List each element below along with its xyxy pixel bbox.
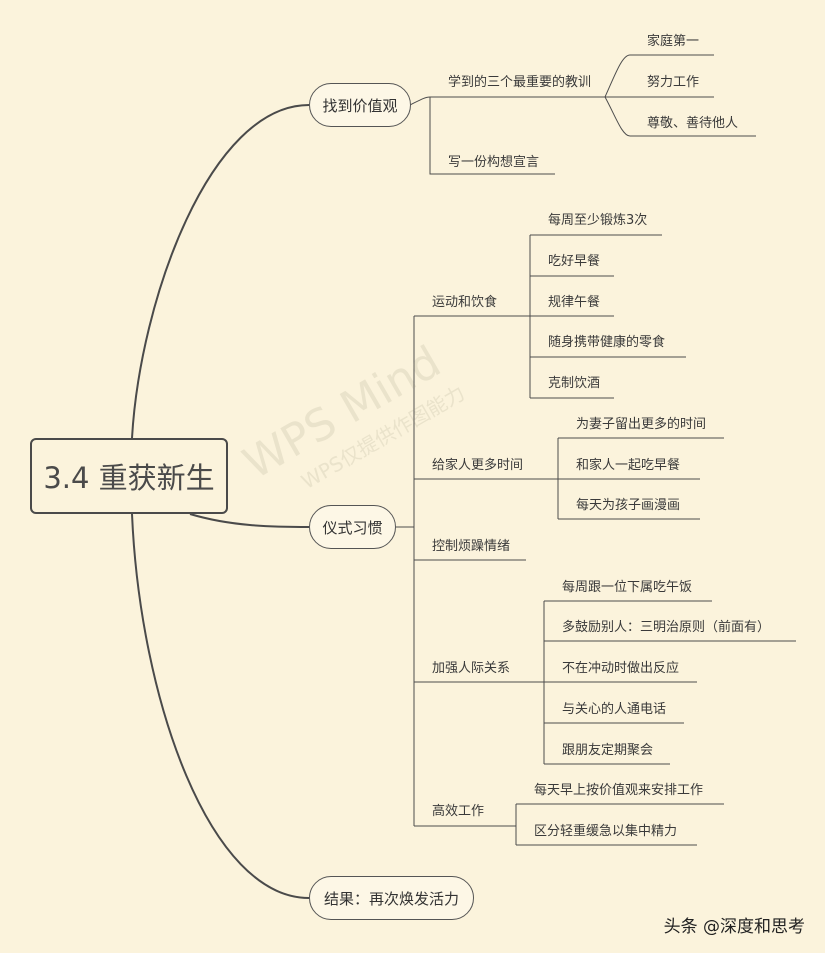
link-root-to-values <box>131 104 310 439</box>
node-no-impulsive-reaction[interactable]: 不在冲动时做出反应 <box>562 661 680 676</box>
node-encourage-others[interactable]: 多鼓励别人：三明治原则（前面有） <box>562 620 771 635</box>
node-strengthen-relationships[interactable]: 加强人际关系 <box>432 661 511 676</box>
node-call-loved-ones[interactable]: 与关心的人通电话 <box>562 702 667 717</box>
link-root-to-result <box>131 513 310 899</box>
node-good-breakfast[interactable]: 吃好早餐 <box>548 254 601 269</box>
node-exercise-diet[interactable]: 运动和饮食 <box>432 295 498 310</box>
node-healthy-snacks[interactable]: 随身携带健康的零食 <box>548 335 666 350</box>
node-regular-lunch[interactable]: 规律午餐 <box>548 295 601 310</box>
root-topic[interactable]: 3.4 重获新生 <box>30 438 228 514</box>
node-control-irritation[interactable]: 控制烦躁情绪 <box>432 539 511 554</box>
branch-find-values[interactable]: 找到价值观 <box>309 83 411 127</box>
node-exercise-3x-week[interactable]: 每周至少锻炼3次 <box>548 213 648 228</box>
node-efficient-work[interactable]: 高效工作 <box>432 804 485 819</box>
node-write-vision-statement[interactable]: 写一份构想宣言 <box>448 155 540 170</box>
node-work-hard[interactable]: 努力工作 <box>647 75 700 90</box>
node-respect-others[interactable]: 尊敬、善待他人 <box>647 116 739 131</box>
branch-ritual-habits[interactable]: 仪式习惯 <box>309 505 396 549</box>
node-more-family-time[interactable]: 给家人更多时间 <box>432 458 524 473</box>
node-prioritize-focus[interactable]: 区分轻重缓急以集中精力 <box>534 824 678 839</box>
node-lunch-with-subordinate[interactable]: 每周跟一位下属吃午饭 <box>562 580 693 595</box>
node-draw-comics[interactable]: 每天为孩子画漫画 <box>576 498 681 513</box>
node-family-first[interactable]: 家庭第一 <box>647 34 700 49</box>
link-root-to-rituals <box>189 513 310 528</box>
source-credit: 头条 @深度和思考 <box>663 917 805 937</box>
node-meet-friends[interactable]: 跟朋友定期聚会 <box>562 743 654 758</box>
node-family-breakfast[interactable]: 和家人一起吃早餐 <box>576 458 681 473</box>
node-three-lessons[interactable]: 学到的三个最重要的教训 <box>448 75 592 90</box>
node-plan-by-values[interactable]: 每天早上按价值观来安排工作 <box>534 783 704 798</box>
branch-result[interactable]: 结果：再次焕发活力 <box>309 876 474 920</box>
node-time-for-wife[interactable]: 为妻子留出更多的时间 <box>576 417 707 432</box>
node-limit-alcohol[interactable]: 克制饮酒 <box>548 376 601 391</box>
